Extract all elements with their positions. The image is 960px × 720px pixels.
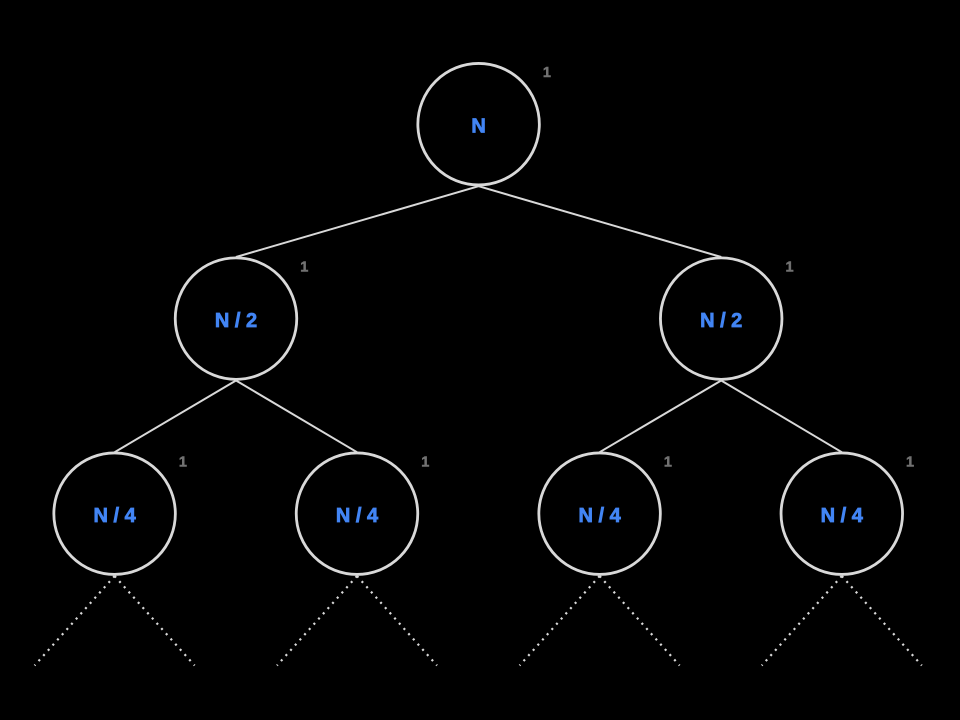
svg-text:N / 4: N / 4 [336, 505, 379, 527]
svg-text:1: 1 [300, 260, 308, 276]
svg-text:1: 1 [421, 455, 429, 471]
svg-text:N / 4: N / 4 [821, 505, 864, 527]
svg-text:1: 1 [906, 455, 914, 471]
svg-text:N / 2: N / 2 [215, 310, 257, 332]
svg-text:N / 4: N / 4 [578, 505, 621, 527]
svg-text:N / 4: N / 4 [93, 505, 136, 527]
svg-text:1: 1 [664, 455, 672, 471]
svg-text:N / 2: N / 2 [700, 310, 742, 332]
svg-text:N: N [471, 116, 485, 138]
svg-text:1: 1 [543, 65, 551, 81]
svg-text:1: 1 [179, 455, 187, 471]
svg-text:1: 1 [785, 260, 793, 276]
